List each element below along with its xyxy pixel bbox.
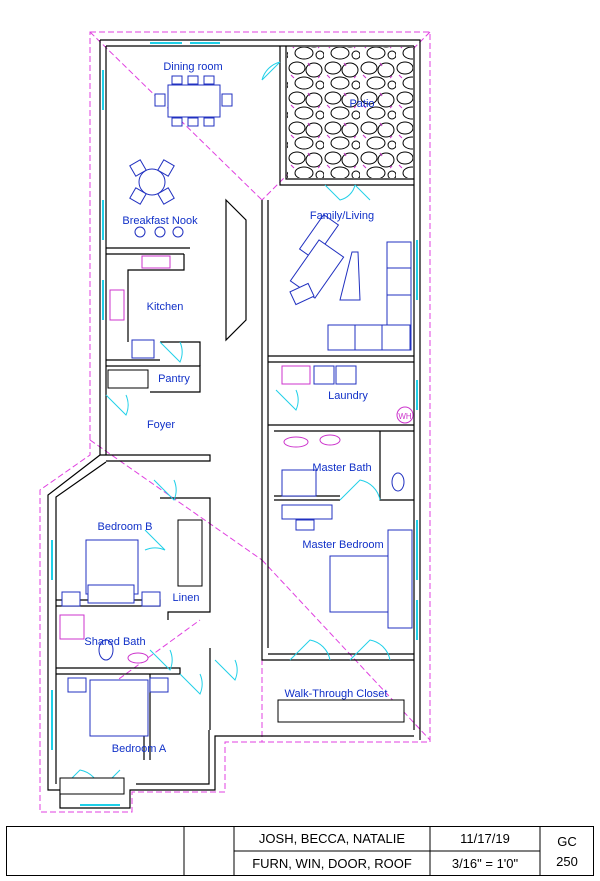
label-bedroom-a: Bedroom A	[112, 743, 167, 755]
label-kitchen: Kitchen	[147, 301, 184, 313]
label-pantry: Pantry	[158, 373, 190, 385]
title-date: 11/17/19	[460, 831, 510, 846]
title-block-grid	[6, 826, 594, 876]
label-walk-through-closet: Walk-Through Closet	[285, 688, 388, 700]
label-breakfast-nook: Breakfast Nook	[122, 215, 198, 227]
label-water-heater: WH	[398, 412, 412, 421]
label-dining-room: Dining room	[163, 61, 222, 73]
label-linen: Linen	[173, 592, 200, 604]
title-contents: FURN, WIN, DOOR, ROOF	[252, 856, 412, 871]
title-number: 250	[556, 853, 578, 869]
label-laundry: Laundry	[328, 390, 368, 402]
title-names: JOSH, BECCA, NATALIE	[258, 831, 406, 846]
label-foyer: Foyer	[147, 419, 175, 431]
label-family-living: Family/Living	[310, 210, 374, 222]
windows	[51, 42, 418, 806]
label-master-bath: Master Bath	[312, 462, 371, 474]
floor-plan: Dining room Patio Breakfast Nook Family/…	[39, 31, 431, 813]
label-shared-bath: Shared Bath	[84, 636, 145, 648]
title-scale: 3/16" = 1'0"	[451, 856, 519, 871]
label-master-bedroom: Master Bedroom	[302, 539, 383, 551]
title-block: JOSH, BECCA, NATALIE 11/17/19 GC FURN, W…	[6, 826, 594, 876]
label-bedroom-b: Bedroom B	[97, 521, 152, 533]
furniture	[59, 75, 414, 795]
title-course: GC	[557, 833, 577, 849]
patio-stone	[287, 47, 413, 178]
label-patio: Patio	[349, 98, 374, 110]
